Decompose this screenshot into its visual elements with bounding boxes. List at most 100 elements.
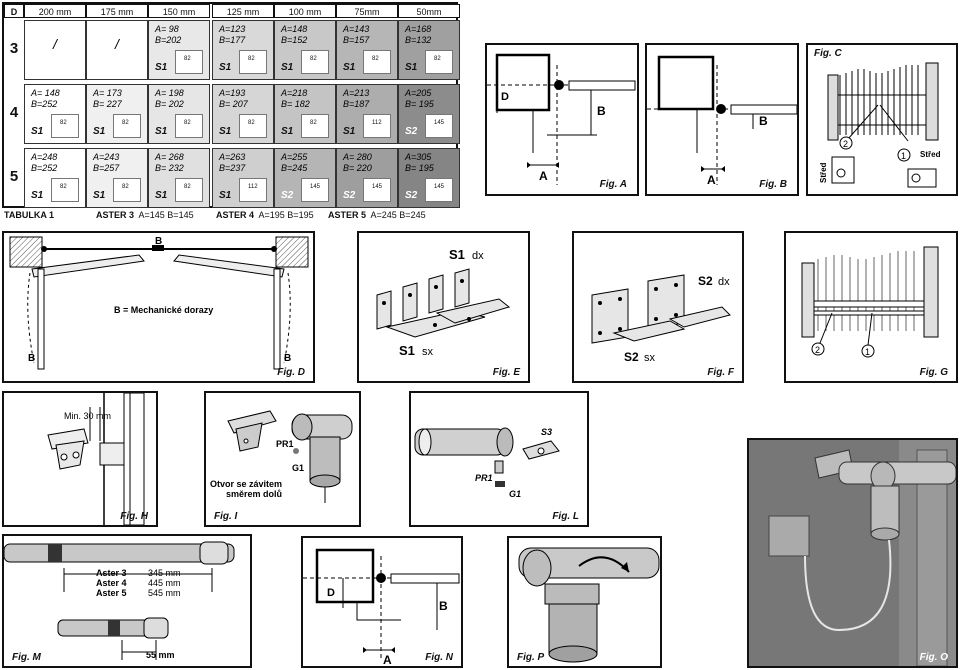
table-row-label: 5 (9, 168, 19, 185)
fig-m-panel: Aster 3 345 mm Aster 4 445 mm Aster 5 54… (2, 534, 252, 668)
bracket-thumbnail: 145 (363, 178, 391, 202)
fig-n-diagram: D B A (303, 548, 460, 666)
cell-bracket-tag: S1 (219, 62, 232, 73)
table-header-col: 200 mm (24, 4, 86, 18)
bracket-thumbnail-num: 82 (248, 120, 255, 126)
fig-g-n1: 1 (865, 347, 870, 357)
fig-o-panel: Fig. O (747, 438, 958, 668)
cell-b-value: B= 202 (155, 99, 184, 109)
fig-f-top-side: dx (718, 276, 730, 288)
cell-na-mark: / (115, 36, 119, 52)
fig-m-aster4: Aster 4 (96, 578, 127, 588)
aster-4-ab: A=195 B=195 (258, 210, 314, 220)
fig-h-label: Fig. H (120, 511, 148, 522)
bracket-thumbnail-num: 82 (122, 184, 129, 190)
fig-h-diagram: Min. 30 mm (4, 393, 145, 525)
cell-bracket-tag: S1 (93, 190, 106, 201)
bracket-thumbnail: 112 (239, 178, 267, 202)
cell-bracket-tag: S1 (155, 62, 168, 73)
aster-5-values: ASTER 5 A=245 B=245 (328, 210, 426, 220)
fig-i-g1: G1 (292, 463, 304, 473)
fig-i-panel: PR1 G1 Otvor se závitem směrem dolů Fig.… (204, 391, 361, 527)
cell-bracket-tag: S2 (281, 190, 294, 201)
fig-m-aster5-val: 545 mm (148, 588, 181, 598)
cell-bracket-tag: S1 (31, 126, 44, 137)
fig-l-diagram: S3 PR1 G1 (414, 427, 560, 499)
fig-m-aster3-val: 345 mm (148, 568, 181, 578)
fig-a-diagram: D B A (487, 53, 636, 185)
fig-e-diagram: S1 dx S1 sx (376, 247, 511, 358)
fig-p-label: Fig. P (517, 652, 545, 663)
fig-f-diagram: S2 dx S2 sx (591, 274, 731, 364)
fig-c-panel: Fig. C 2 Střed 1 Střed (806, 43, 958, 196)
cell-a-value: A= 198 (155, 88, 184, 98)
cell-bracket-tag: S1 (219, 190, 232, 201)
cell-bracket-tag: S1 (93, 126, 106, 137)
fig-c-n1: 1 (901, 151, 906, 161)
fig-d-panel: B B B B = Mechanické dorazy Fig. D (2, 231, 315, 383)
fig-l-pr1: PR1 (475, 473, 493, 483)
bracket-thumbnail: 82 (113, 114, 141, 138)
aster-5-ab: A=245 B=245 (370, 210, 426, 220)
fig-g-panel: 2 1 Fig. G (784, 231, 958, 383)
bracket-thumbnail: 145 (425, 178, 453, 202)
bracket-thumbnail-num: 82 (60, 120, 67, 126)
fig-c-label: Fig. C (814, 48, 842, 59)
fig-n-b-label: B (439, 599, 448, 613)
bracket-thumbnail: 145 (425, 114, 453, 138)
fig-d-b-left: B (28, 353, 35, 364)
fig-i-note2: směrem dolů (226, 489, 282, 499)
fig-p-diagram (518, 547, 660, 663)
bracket-thumbnail: 82 (113, 178, 141, 202)
table-cell: / (24, 20, 86, 80)
cell-b-value: B= 195 (405, 99, 434, 109)
cell-bracket-tag: S1 (31, 190, 44, 201)
cell-b-value: B= 182 (281, 99, 310, 109)
cell-b-value: B=177 (219, 35, 246, 45)
fig-a-b-label: B (597, 104, 606, 118)
bracket-thumbnail: 82 (301, 114, 329, 138)
aster-3-name: ASTER 3 (96, 210, 135, 220)
fig-n-d-label: D (327, 587, 335, 599)
cell-b-value: B= 207 (219, 99, 248, 109)
fig-e-bottom-side: sx (422, 346, 434, 358)
bracket-thumbnail: 82 (239, 114, 267, 138)
aster-3-ab: A=145 B=145 (138, 210, 194, 220)
cell-bracket-tag: S2 (405, 126, 418, 137)
cell-bracket-tag: S2 (405, 190, 418, 201)
table-row-label: 4 (9, 104, 19, 121)
cell-b-value: B= 195 (405, 163, 434, 173)
table-header-col: 50mm (398, 4, 460, 18)
cell-b-value: B= 232 (155, 163, 184, 173)
cell-a-value: A=148 (281, 24, 308, 34)
fig-h-min: Min. 30 mm (64, 411, 111, 421)
fig-f-label: Fig. F (707, 367, 734, 378)
cell-bracket-tag: S2 (343, 190, 356, 201)
fig-b-diagram: B A (647, 55, 797, 187)
fig-m-aster3: Aster 3 (96, 568, 127, 578)
cell-bracket-tag: S1 (155, 190, 168, 201)
fig-a-a-label: A (539, 169, 548, 183)
bracket-thumbnail-num: 145 (434, 184, 445, 190)
fig-b-label: Fig. B (759, 179, 787, 190)
cell-b-value: B=237 (219, 163, 246, 173)
aster-3-values: ASTER 3 A=145 B=145 (96, 210, 194, 220)
fig-m-label: Fig. M (12, 652, 41, 663)
bracket-thumbnail-num: 112 (372, 120, 382, 126)
cell-a-value: A= 148 (31, 88, 60, 98)
cell-a-value: A= 173 (93, 88, 122, 98)
fig-o-diagram (749, 440, 956, 666)
cell-a-value: A=243 (93, 152, 120, 162)
fig-n-a-label: A (383, 653, 392, 666)
table-caption: TABULKA 1 (4, 210, 54, 220)
fig-p-panel: Fig. P (507, 536, 662, 668)
bracket-thumbnail: 82 (301, 50, 329, 74)
